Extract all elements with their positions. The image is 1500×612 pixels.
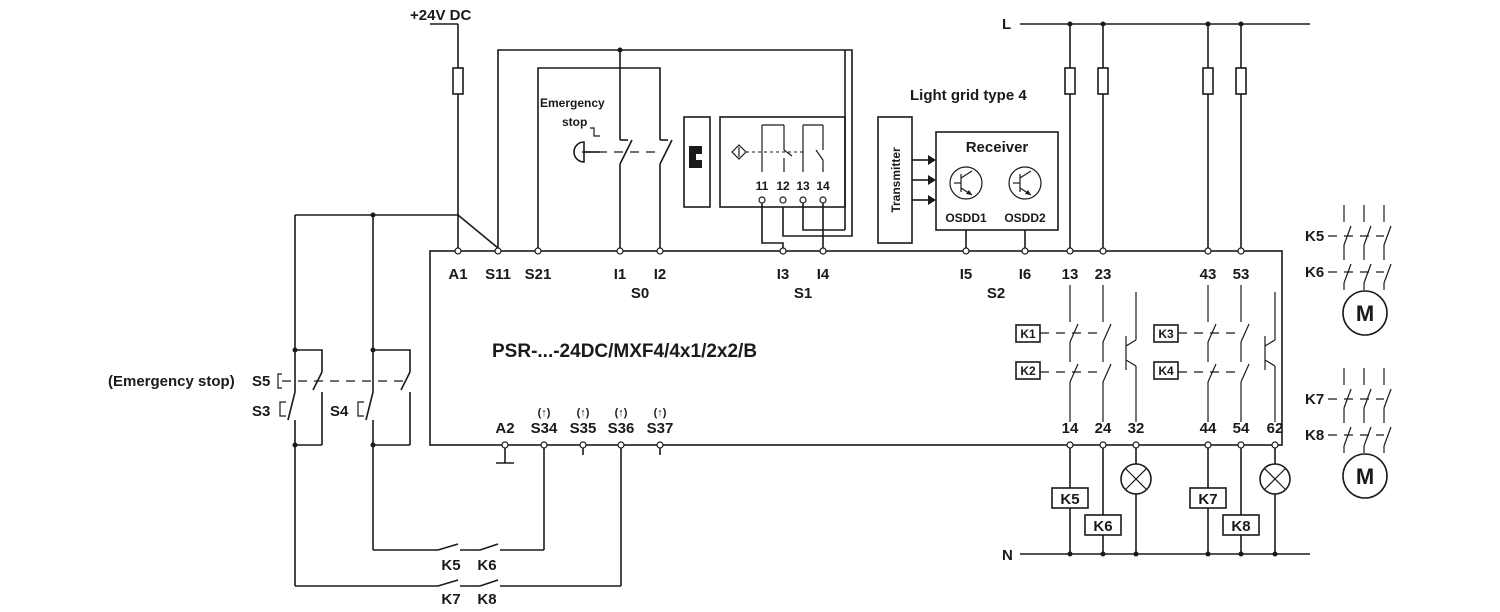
- osdd1-label: OSDD1: [945, 211, 987, 225]
- feedback-k5-label: K5: [441, 557, 460, 574]
- group-s0: S0: [631, 285, 649, 302]
- coil-k7-label: K7: [1198, 491, 1217, 508]
- terminal-24: 24: [1095, 420, 1112, 437]
- terminal-43: 43: [1200, 266, 1217, 283]
- terminal-s21: S21: [525, 266, 552, 283]
- coil-k6-label: K6: [1093, 518, 1112, 535]
- output-feeds: [1064, 21, 1247, 248]
- coil-k8-label: K8: [1231, 518, 1250, 535]
- motor1-k6-label: K6: [1305, 264, 1324, 281]
- switch-s3-label: S3: [252, 403, 270, 420]
- motor2-symbol: M: [1356, 464, 1374, 489]
- door-switch-body: [719, 116, 846, 208]
- door-pin-11: 11: [756, 179, 769, 193]
- door-pin-13: 13: [796, 179, 810, 193]
- terminal-s34: S34: [531, 420, 558, 437]
- terminal-a1: A1: [448, 266, 467, 283]
- supply-24v-wiring: [295, 23, 499, 249]
- osdd2-label: OSDD2: [1004, 211, 1046, 225]
- feedback-k7-label: K7: [441, 591, 460, 608]
- door-pin-14: 14: [816, 179, 830, 193]
- terminal-s36: S36: [608, 420, 635, 437]
- internal-contacts-k3-k4: [1178, 285, 1276, 422]
- motor2-k8-label: K8: [1305, 427, 1324, 444]
- rail-n-label: N: [1002, 547, 1013, 564]
- lamp-62-icon: [1259, 463, 1291, 495]
- motor1-icon: [1342, 290, 1388, 336]
- coil-k7-box: [1189, 487, 1227, 509]
- receiver-box: [935, 131, 1059, 231]
- motor1-contactor-group: [1328, 205, 1392, 290]
- terminal-a2: A2: [495, 420, 514, 437]
- light-grid-title: Light grid type 4: [910, 87, 1027, 104]
- pulse-mark-s36: (↑): [615, 407, 628, 419]
- terminal-14: 14: [1062, 420, 1079, 437]
- bottom-stubs: [496, 448, 661, 464]
- group-s1: S1: [794, 285, 812, 302]
- terminal-44: 44: [1200, 420, 1217, 437]
- lamp-32-icon: [1120, 463, 1152, 495]
- safety-relay-module: [429, 250, 1283, 446]
- relay-k2-label: K2: [1020, 364, 1036, 378]
- door-switch-actuator: [683, 116, 711, 208]
- motor2-icon: [1342, 453, 1388, 499]
- light-beam-arrows: [912, 155, 936, 205]
- terminal-62: 62: [1267, 420, 1284, 437]
- door-pin-12: 12: [776, 179, 790, 193]
- receiver-label: Receiver: [966, 139, 1029, 156]
- motor2-k7-label: K7: [1305, 391, 1324, 408]
- terminal-s35: S35: [570, 420, 597, 437]
- relay-k4-box: [1153, 361, 1179, 380]
- pulse-mark-s35: (↑): [577, 407, 590, 419]
- emergency-stop-reset-label: (Emergency stop): [108, 373, 235, 390]
- relay-k3-box: [1153, 324, 1179, 343]
- transmitter-label: Transmitter: [889, 147, 903, 213]
- terminal-13: 13: [1062, 266, 1079, 283]
- terminal-i4: I4: [817, 266, 830, 283]
- terminal-32: 32: [1128, 420, 1145, 437]
- motor2-contactor-group: [1328, 368, 1392, 453]
- emergency-stop-label-2: stop: [562, 115, 587, 129]
- coil-k6-box: [1084, 514, 1122, 536]
- group-s2: S2: [987, 285, 1005, 302]
- relay-k3-label: K3: [1158, 327, 1174, 341]
- terminal-53: 53: [1233, 266, 1250, 283]
- relay-k1-box: [1015, 324, 1041, 343]
- pulse-mark-s37: (↑): [654, 407, 667, 419]
- pulse-mark-s34: (↑): [538, 407, 551, 419]
- switch-s4-label: S4: [330, 403, 349, 420]
- supply-24v-label: +24V DC: [410, 7, 471, 24]
- coil-k5-box: [1051, 487, 1089, 509]
- motor1-symbol: M: [1356, 301, 1374, 326]
- terminal-23: 23: [1095, 266, 1112, 283]
- top-terminal-points: [454, 247, 1245, 255]
- internal-contacts-k1-k2: [1040, 285, 1137, 422]
- terminal-s11: S11: [485, 266, 511, 283]
- relay-k1-label: K1: [1020, 327, 1036, 341]
- rail-l-label: L: [1002, 16, 1011, 33]
- door-switch-wiring: [758, 50, 846, 248]
- emergency-stop-label-1: Emergency: [540, 96, 605, 110]
- terminal-i6: I6: [1019, 266, 1032, 283]
- motor1-k5-label: K5: [1305, 228, 1324, 245]
- terminal-54: 54: [1233, 420, 1250, 437]
- relay-k2-box: [1015, 361, 1041, 380]
- coil-k8-box: [1222, 514, 1260, 536]
- feedback-k6-label: K6: [477, 557, 496, 574]
- terminal-s37: S37: [647, 420, 674, 437]
- output-load-wiring: [1067, 448, 1278, 557]
- module-name: PSR-...-24DC/MXF4/4x1/2x2/B: [492, 341, 757, 362]
- terminal-i1: I1: [614, 266, 627, 283]
- terminal-i2: I2: [654, 266, 667, 283]
- emergency-stop-wiring: [497, 47, 853, 248]
- terminal-i5: I5: [960, 266, 973, 283]
- terminal-i3: I3: [777, 266, 790, 283]
- reset-circuit-wiring: [277, 212, 622, 587]
- light-grid-wiring: [965, 230, 1026, 248]
- feedback-k8-label: K8: [477, 591, 496, 608]
- relay-k4-label: K4: [1158, 364, 1174, 378]
- coil-k5-label: K5: [1060, 491, 1079, 508]
- switch-s5-label: S5: [252, 373, 270, 390]
